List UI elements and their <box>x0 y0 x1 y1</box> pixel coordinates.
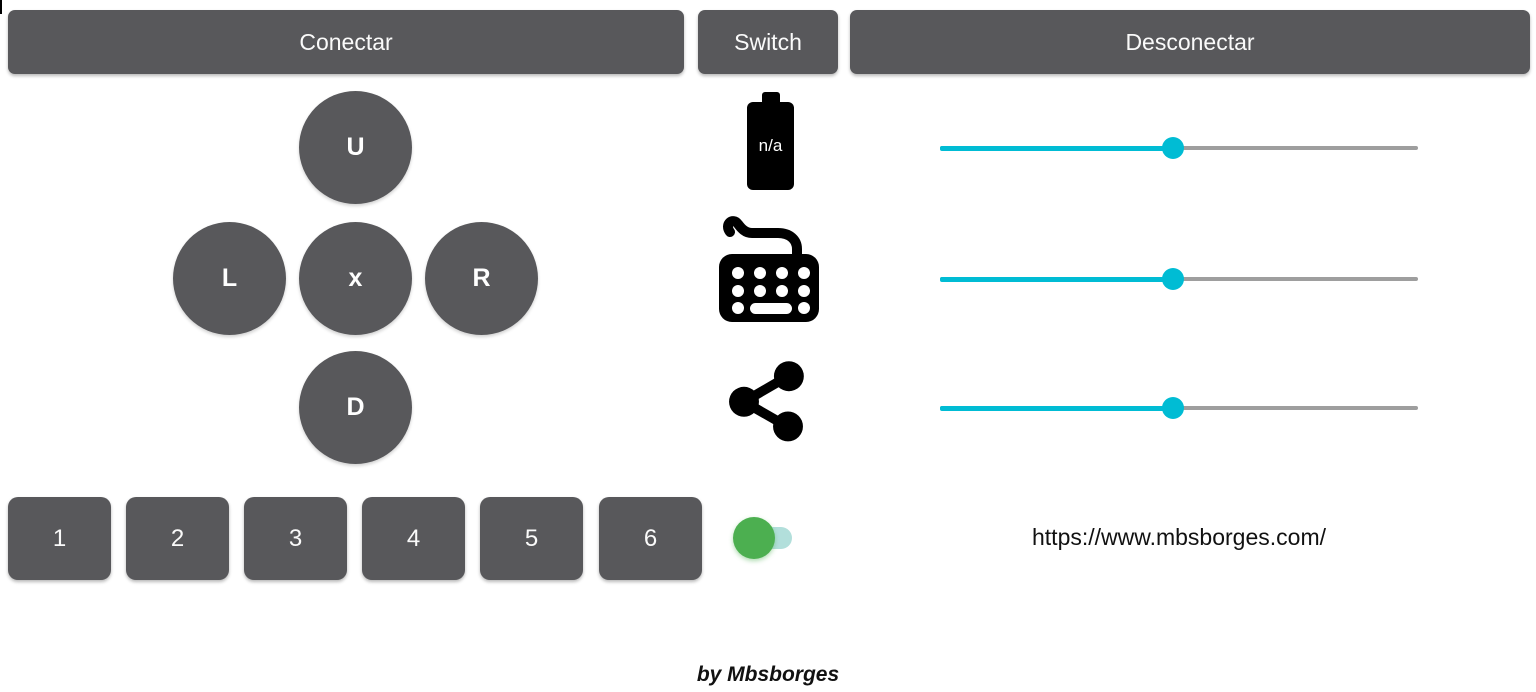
switch-button[interactable]: Switch <box>698 10 838 74</box>
toggle-switch[interactable] <box>731 515 793 561</box>
battery-status-text: n/a <box>758 136 783 155</box>
number-button-3[interactable]: 3 <box>244 497 347 580</box>
footer-credit: by Mbsborges <box>696 663 840 686</box>
number-button-2[interactable]: 2 <box>126 497 229 580</box>
slider-2-fill <box>940 276 1173 282</box>
number-button-6[interactable]: 6 <box>599 497 702 580</box>
number-button-5[interactable]: 5 <box>480 497 583 580</box>
slider-3-fill <box>940 405 1173 411</box>
battery-body: n/a <box>747 102 794 190</box>
number-button-4[interactable]: 4 <box>362 497 465 580</box>
slider-2[interactable] <box>940 267 1418 291</box>
share-icon <box>722 361 810 447</box>
slider-1[interactable] <box>940 136 1418 160</box>
screen-corner-artifact <box>0 0 2 14</box>
number-button-1[interactable]: 1 <box>8 497 111 580</box>
slider-1-fill <box>940 145 1173 151</box>
battery-nub <box>762 92 780 104</box>
share-button[interactable] <box>722 356 810 444</box>
disconnect-button[interactable]: Desconectar <box>850 10 1530 74</box>
dpad-right-button[interactable]: R <box>425 222 538 335</box>
connect-button[interactable]: Conectar <box>8 10 684 74</box>
keyboard-button[interactable] <box>716 216 820 324</box>
battery-icon: n/a <box>747 92 794 190</box>
slider-3-thumb[interactable] <box>1161 397 1184 419</box>
toggle-thumb[interactable] <box>733 517 775 559</box>
slider-2-thumb[interactable] <box>1161 268 1184 290</box>
dpad-up-button[interactable]: U <box>299 91 412 204</box>
keyboard-icon <box>716 216 820 327</box>
slider-3[interactable] <box>940 396 1418 420</box>
website-url[interactable]: https://www.mbsborges.com/ <box>1032 524 1326 550</box>
dpad-left-button[interactable]: L <box>173 222 286 335</box>
slider-1-thumb[interactable] <box>1161 137 1184 159</box>
dpad-center-button[interactable]: x <box>299 222 412 335</box>
dpad-down-button[interactable]: D <box>299 351 412 464</box>
